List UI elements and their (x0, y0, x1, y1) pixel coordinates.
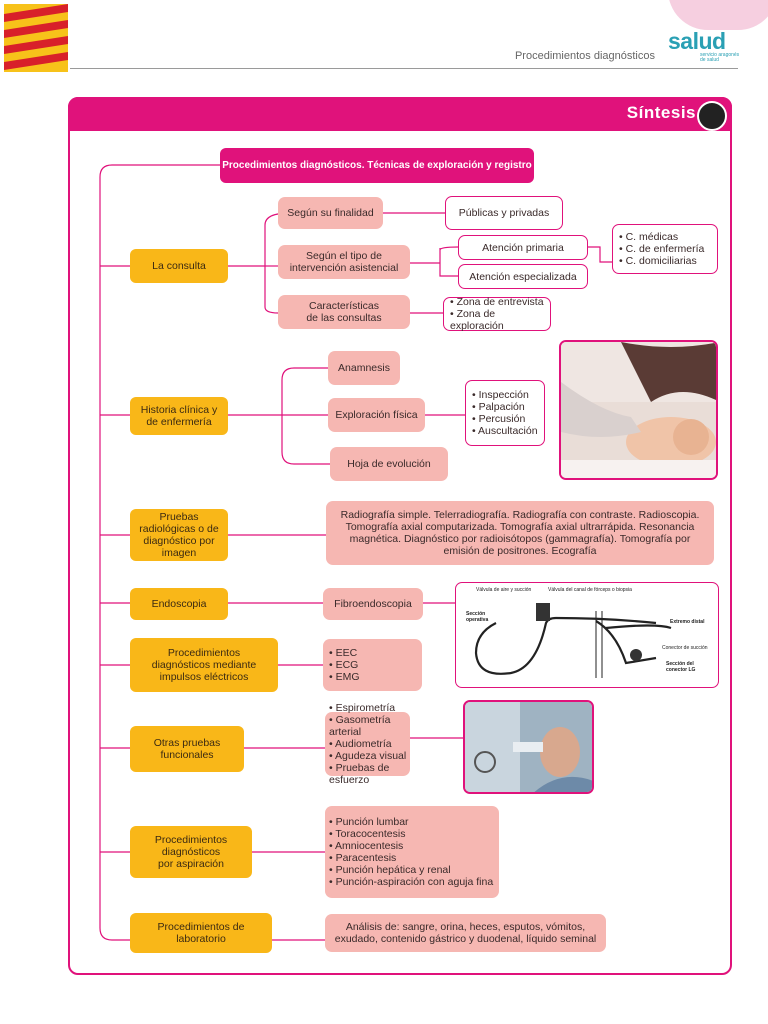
aspiracion-item: Toracocentesis (329, 828, 493, 840)
sintesis-title: Síntesis (626, 103, 696, 122)
label-seccion-operativa: Sección operativa (466, 611, 489, 623)
node-tecnicas-exploracion: Inspección Palpación Percusión Auscultac… (465, 380, 545, 446)
node-endoscopia: Endoscopia (130, 588, 228, 620)
tecnica-item: Percusión (472, 413, 538, 425)
node-laboratorio-texto: Análisis de: sangre, orina, heces, esput… (325, 914, 606, 952)
node-radiologia-lista: Radiografía simple. Telerradiografía. Ra… (326, 501, 714, 565)
tipo-consulta-item: C. de enfermería (619, 243, 705, 255)
aspiracion-item: Punción lumbar (329, 816, 493, 828)
header-section-title: Procedimientos diagnósticos (514, 50, 655, 62)
header-divider (70, 68, 738, 69)
node-funcionales-lista: Espirometría Gasometría arterial Audiome… (325, 702, 410, 786)
node-historia-clinica: Historia clínica y de enfermería (130, 397, 228, 435)
node-laboratorio: Procedimientos de laboratorio (130, 913, 272, 953)
node-publicas-privadas: Públicas y privadas (445, 196, 563, 230)
node-otras-funcionales: Otras pruebas funcionales (130, 726, 244, 772)
label-valvula-aire: Válvula de aire y succión (476, 587, 532, 593)
funcional-item: Espirometría (329, 702, 410, 714)
electrico-item: EMG (329, 671, 360, 683)
tecnica-item: Auscultación (472, 425, 538, 437)
label-conector-succion: Conector de succión (662, 645, 708, 651)
node-fibroendoscopia: Fibroendoscopia (323, 588, 423, 620)
node-caracteristicas: Características de las consultas (278, 295, 410, 329)
node-pruebas-radiologicas: Pruebas radiológicas o de diagnóstico po… (130, 509, 228, 561)
funcional-item: Audiometría (329, 738, 410, 750)
electrico-item: ECG (329, 659, 360, 671)
salud-logo: salud (668, 28, 726, 54)
aspiracion-item: Punción hepática y renal (329, 864, 493, 876)
tecnica-item: Inspección (472, 389, 538, 401)
salud-logo-subtitle: servicio aragonés de salud (700, 52, 740, 63)
aspiracion-item: Paracentesis (329, 852, 493, 864)
funcional-item: Agudeza visual (329, 750, 410, 762)
node-impulsos-electricos: Procedimientos diagnósticos mediante imp… (130, 638, 278, 692)
node-aspiracion: Procedimientos diagnósticos por aspiraci… (130, 826, 252, 878)
funcional-item: Gasometría arterial (329, 714, 410, 738)
node-anamnesis: Anamnesis (328, 351, 400, 385)
funcional-item: Pruebas de esfuerzo (329, 762, 410, 786)
tipo-consulta-item: C. domiciliarias (619, 255, 704, 267)
node-tipos-consulta: C. médicas C. de enfermería C. domicilia… (612, 224, 718, 274)
tecnica-item: Palpación (472, 401, 538, 413)
aspiracion-item: Amniocentesis (329, 840, 493, 852)
photo-baby-exam (559, 340, 718, 480)
electrico-item: EEC (329, 647, 360, 659)
node-hoja-evolucion: Hoja de evolución (330, 447, 448, 481)
aragon-flag (4, 4, 68, 72)
node-segun-finalidad: Según su finalidad (278, 197, 383, 229)
tipo-consulta-item: C. médicas (619, 231, 704, 243)
aspiracion-item: Punción-aspiración con aguja fina (329, 876, 494, 888)
zona-item: Zona de entrevista (450, 296, 550, 308)
endoscope-diagram: Válvula de aire y succión Válvula del ca… (455, 582, 719, 688)
node-atencion-especializada: Atención especializada (458, 264, 588, 289)
node-la-consulta: La consulta (130, 249, 228, 283)
label-extremo-distal: Extremo distal (670, 619, 705, 625)
zona-item: Zona de exploración (450, 308, 550, 332)
sintesis-header-bar: Síntesis (68, 97, 732, 131)
label-seccion-conector: Sección del conector LG (666, 661, 696, 673)
node-segun-tipo: Según el tipo de intervención asistencia… (278, 245, 410, 279)
node-atencion-primaria: Atención primaria (458, 235, 588, 260)
node-aspiracion-lista: Punción lumbar Toracocentesis Amniocente… (325, 806, 499, 898)
node-zonas: Zona de entrevista Zona de exploración (443, 296, 551, 332)
node-electricos-lista: EEC ECG EMG (323, 639, 422, 691)
root-node: Procedimientos diagnósticos. Técnicas de… (220, 148, 534, 183)
label-valvula-canal: Válvula del canal de fórceps o biopsia (548, 587, 632, 593)
speech-bubble-icon (697, 101, 727, 131)
photo-spirometry (463, 700, 594, 794)
node-exploracion-fisica: Exploración física (328, 398, 425, 432)
